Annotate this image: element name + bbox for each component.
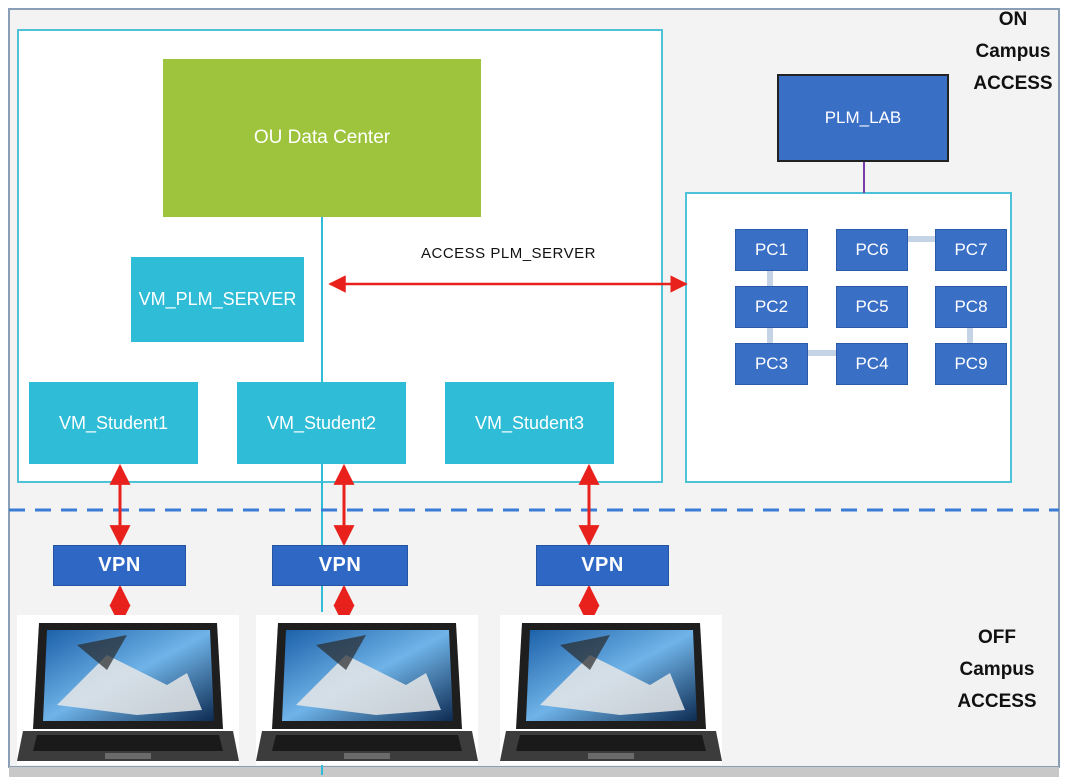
off-campus-label: OFF Campus ACCESS xyxy=(942,622,1052,718)
bottom-bar xyxy=(9,767,1059,777)
pc-node: PC4 xyxy=(836,343,908,385)
plm-lab-node: PLM_LAB xyxy=(777,74,949,162)
vm-student-node: VM_Student2 xyxy=(237,382,406,464)
zone-line: OFF xyxy=(978,627,1016,648)
pc-node: PC6 xyxy=(836,229,908,271)
laptop-icon xyxy=(17,615,239,765)
pc-node: PC2 xyxy=(735,286,808,328)
laptop-icon xyxy=(500,615,722,765)
laptop-icon xyxy=(256,615,478,765)
pc-node: PC1 xyxy=(735,229,808,271)
vpn-node: VPN xyxy=(272,545,408,586)
vpn-node: VPN xyxy=(53,545,186,586)
data-center-node: OU Data Center xyxy=(163,59,481,217)
pc-node: PC9 xyxy=(935,343,1007,385)
pc-node: PC3 xyxy=(735,343,808,385)
vm-student-node: VM_Student1 xyxy=(29,382,198,464)
access-plm-server-label: ACCESS PLM_SERVER xyxy=(421,245,596,262)
vpn-node: VPN xyxy=(536,545,669,586)
zone-line: ACCESS xyxy=(973,73,1053,94)
zone-line: ON xyxy=(998,9,1028,30)
vm-plm-server-node: VM_PLM_SERVER xyxy=(131,257,304,342)
zone-line: Campus xyxy=(975,41,1051,62)
pc-node: PC8 xyxy=(935,286,1007,328)
pc-node: PC5 xyxy=(836,286,908,328)
on-campus-label: ON Campus ACCESS xyxy=(958,4,1065,100)
zone-line: Campus xyxy=(959,659,1035,680)
zone-line: ACCESS xyxy=(957,691,1037,712)
pc-node: PC7 xyxy=(935,229,1007,271)
vm-student-node: VM_Student3 xyxy=(445,382,614,464)
